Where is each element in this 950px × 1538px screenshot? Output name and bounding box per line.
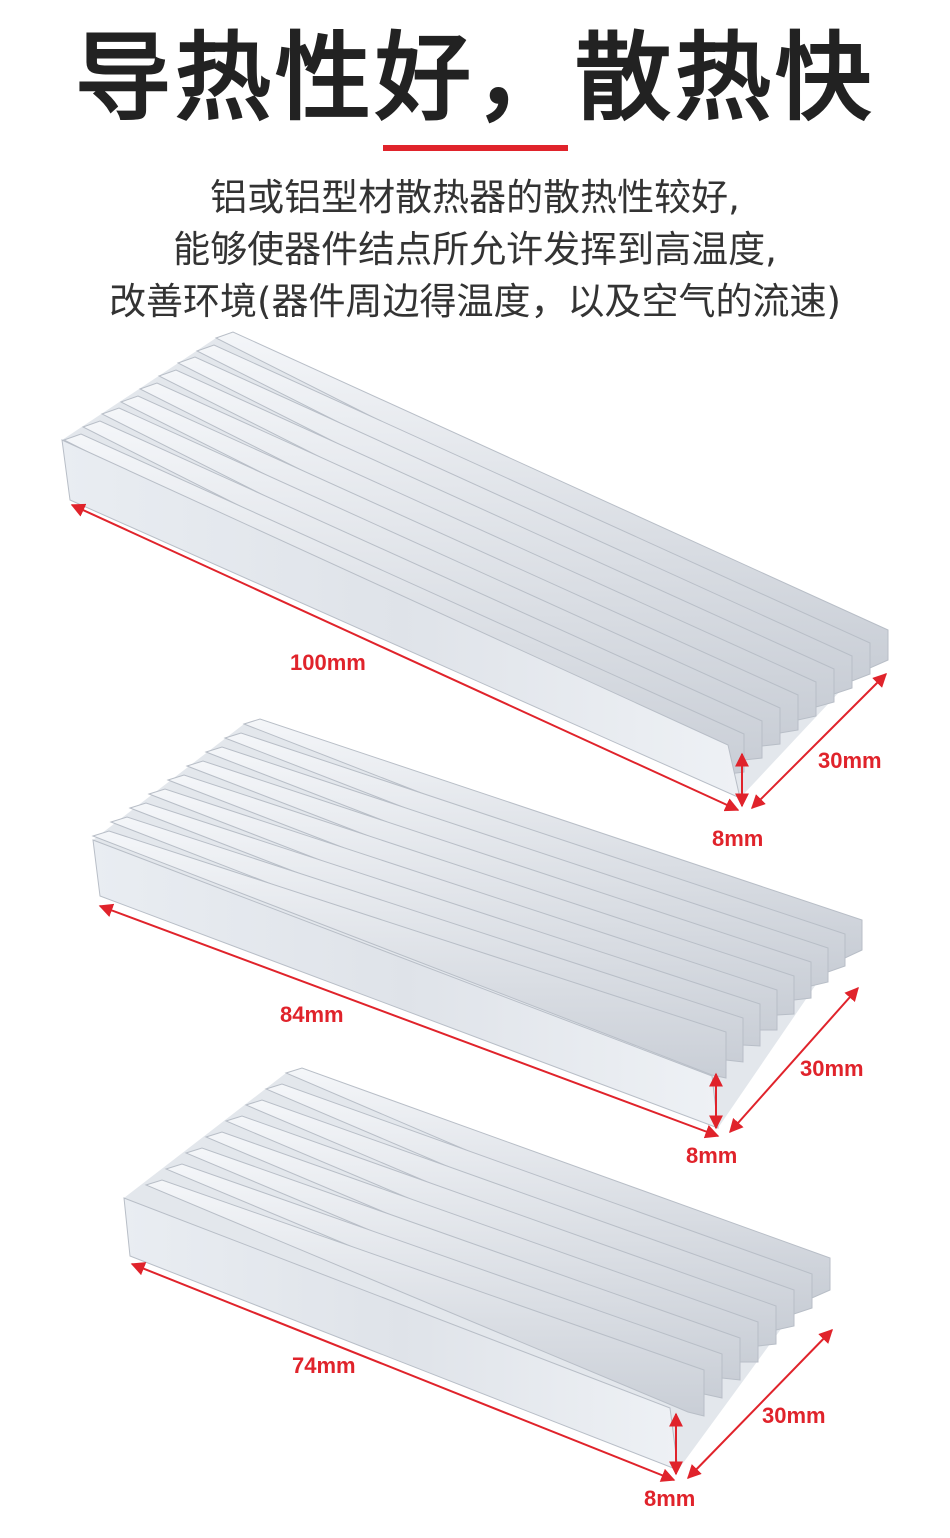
heatsink-1-fins [62,331,889,775]
dim-label-height-2: 8mm [686,1143,737,1168]
dim-label-width-2: 30mm [800,1056,864,1081]
dim-label-width-1: 30mm [818,748,882,773]
dim-line-width-1 [751,673,887,809]
description-line-2: 能够使器件结点所允许发挥到高温度, [173,228,777,271]
heatsink-74mm [123,1067,831,1471]
description-line-3: 改善环境(器件周边得温度，以及空气的流速) [109,280,841,323]
dim-label-length-1: 100mm [290,650,366,675]
dim-line-length-2 [98,903,720,1139]
dim-line-width-2 [729,986,859,1134]
description: 铝或铝型材散热器的散热性较好, 能够使器件结点所允许发挥到高温度, 改善环境(器… [0,172,950,328]
dim-line-length-3 [130,1262,676,1482]
dim-label-height-3: 8mm [644,1486,695,1511]
dim-line-width-3 [687,1328,833,1480]
accent-rule [383,145,568,151]
headline: 导热性好，散热快 [75,22,875,134]
dim-line-length-1 [70,503,740,812]
dim-label-width-3: 30mm [762,1403,826,1428]
dim-label-height-1: 8mm [712,826,763,851]
dim-label-length-3: 74mm [292,1353,356,1378]
heatsink-100mm [61,331,889,799]
description-line-1: 铝或铝型材散热器的散热性较好, [210,176,740,219]
dim-label-length-2: 84mm [280,1002,344,1027]
